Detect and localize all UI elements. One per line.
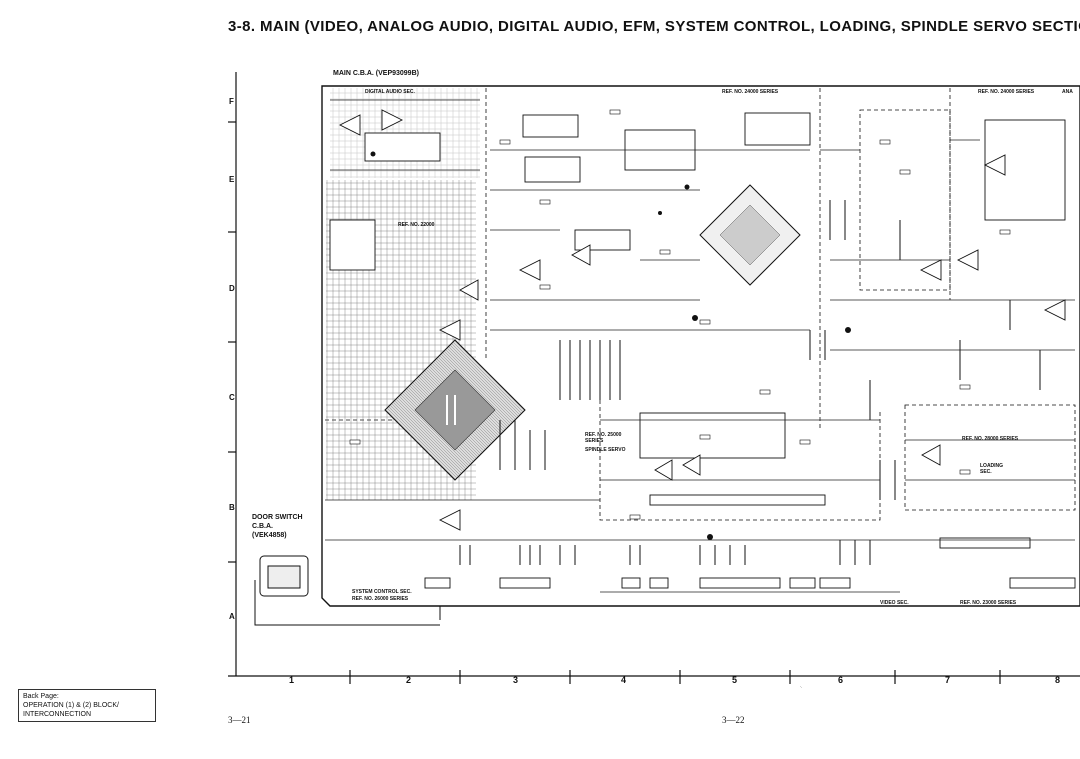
section-ref-23000: REF. NO. 23000 SERIES: [960, 600, 1017, 606]
board-outline: [321, 85, 1080, 607]
grid-frame: [228, 72, 1080, 684]
section-spindle-servo: SPINDLE SERVO: [585, 447, 626, 453]
column-label-5: 5: [732, 675, 738, 685]
board-label: MAIN C.B.A. (VEP93099B): [333, 70, 419, 77]
section-ref-25000: REF. NO. 25000 SERIES: [585, 432, 622, 444]
section-ref-26000: REF. NO. 26000 SERIES: [352, 596, 409, 602]
door-switch-line-2: C.B.A.: [252, 523, 273, 530]
column-label-8: 8: [1055, 675, 1061, 685]
door-switch-board: [254, 555, 441, 626]
page-number-right: 3—22: [722, 715, 745, 725]
section-ref-22000: REF. NO. 22000: [398, 222, 435, 228]
column-label-4: 4: [621, 675, 627, 685]
door-switch-line-3: (VEK4858): [252, 532, 287, 539]
back-page-line-1: Back Page:: [23, 693, 59, 700]
section-video: VIDEO SEC.: [880, 600, 909, 606]
section-loading: LOADING SEC.: [980, 463, 1004, 475]
column-label-6: 6: [838, 675, 844, 685]
row-label-f: F: [229, 97, 234, 106]
section-ana: ANA: [1062, 89, 1073, 95]
column-label-3: 3: [513, 675, 519, 685]
row-label-c: C: [229, 393, 235, 402]
page-number-left: 3—21: [228, 715, 251, 725]
page-title: 3-8. MAIN (VIDEO, ANALOG AUDIO, DIGITAL …: [228, 18, 1080, 35]
row-label-e: E: [229, 175, 235, 184]
section-ref-24000-a: REF. NO. 24000 SERIES: [722, 89, 779, 95]
section-ref-28000: REF. NO. 28000 SERIES: [962, 436, 1019, 442]
door-switch-label: DOOR SWITCH C.B.A. (VEK4858): [252, 513, 303, 540]
column-label-7: 7: [945, 675, 951, 685]
ic-qfp-main: [384, 339, 526, 481]
back-page-line-2: OPERATION (1) & (2) BLOCK/: [23, 702, 119, 709]
column-label-1: 1: [289, 675, 295, 685]
back-page-line-3: INTERCONNECTION: [23, 711, 92, 718]
section-system-control: SYSTEM CONTROL SEC.: [352, 589, 412, 595]
ic-diamond-2: [699, 184, 801, 286]
row-label-b: B: [229, 503, 235, 512]
section-ref-24000-b: REF. NO. 24000 SERIES: [978, 89, 1035, 95]
row-label-d: D: [229, 284, 235, 293]
row-label-a: A: [229, 612, 235, 621]
back-page-note: Back Page: OPERATION (1) & (2) BLOCK/ IN…: [18, 689, 156, 722]
door-switch-line-1: DOOR SWITCH: [252, 514, 303, 521]
section-digital-audio: DIGITAL AUDIO SEC.: [365, 89, 415, 95]
column-label-2: 2: [406, 675, 412, 685]
